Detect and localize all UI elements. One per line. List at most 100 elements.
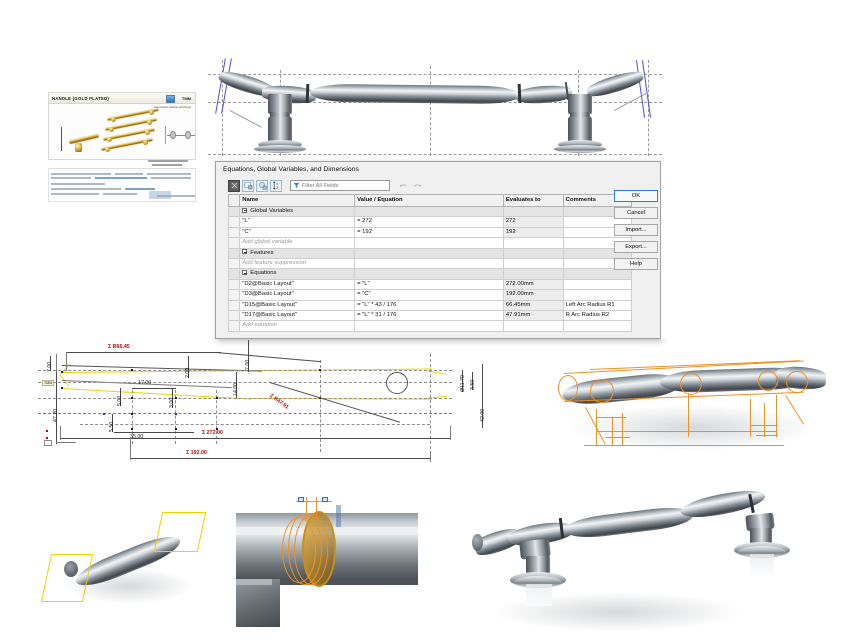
row-value-cell[interactable] [354,237,504,249]
row-name-cell[interactable]: Add feature suppression [239,258,356,270]
row-name-cell[interactable]: "D3@Basic Layout" [239,289,356,301]
catalog-thumbnail[interactable]: HANDLE (GOLD PLATED) TMM Hand rail kit v… [48,92,196,160]
row-name-cell[interactable]: "D2@Basic Layout" [239,278,356,291]
row-evaluates-cell [502,205,564,218]
groove-plate [236,579,280,627]
row-select-cell[interactable] [227,247,241,260]
dim-500: 5.00 [117,395,123,406]
dialog-clip-mask [661,161,853,339]
row-evaluates-cell [502,247,564,260]
row-value-cell[interactable] [354,205,504,218]
handle-groove-detail[interactable] [236,495,418,627]
sketch-ring-1 [590,379,614,403]
groove-dim-marker-b [322,497,328,502]
reference-plane-right [153,512,207,552]
feature-suppression-icon[interactable] [256,179,268,192]
row-value-cell[interactable]: = "C" [354,289,504,301]
filter-placeholder: Filter All Fields [302,182,339,189]
row-name-cell[interactable]: Features [239,247,356,260]
sketch-ring-left-end [558,375,578,401]
table-row[interactable]: Add global variable [227,237,633,249]
groove-dim-marker-a [298,497,304,502]
row-select-cell[interactable] [227,268,241,280]
row-value-cell[interactable]: = 192 [354,226,504,239]
row-select-cell[interactable] [227,320,241,332]
row-evaluates-cell: 272.00mm [502,278,564,291]
collapse-toggle-icon[interactable] [242,207,248,213]
filter-input[interactable]: Filter All Fields [290,180,390,191]
row-name-cell[interactable]: "C" [239,226,356,239]
table-row[interactable]: Equations [227,268,633,280]
row-select-cell[interactable] [227,310,241,322]
row-value-cell[interactable] [354,247,504,260]
row-comments-cell[interactable] [562,278,633,291]
handle-bar-reference-planes[interactable] [40,498,225,623]
handle-tube-sketch-overlay[interactable] [550,355,850,475]
table-row[interactable]: Features [227,247,633,260]
row-select-cell[interactable] [227,205,241,218]
row-select-cell[interactable] [227,278,241,291]
export-button[interactable]: Export... [614,241,658,253]
row-select-cell[interactable] [227,258,241,270]
equations-table[interactable]: Name Value / Equation Evaluates to Comme… [227,194,633,332]
spreadsheet-thumbnail[interactable] [48,168,196,202]
collapse-toggle-icon[interactable] [242,249,248,255]
cancel-button[interactable]: Cancel [614,207,658,219]
dialog-titlebar: Equations, Global Variables, and Dimensi… [216,162,660,177]
row-evaluates-cell: 272 [502,216,564,228]
undo-icon[interactable] [399,182,408,190]
row-name-cell[interactable]: Global Variables [239,205,356,218]
row-comments-cell[interactable] [562,289,633,301]
row-select-cell[interactable] [227,226,241,239]
equation-view-icon[interactable] [228,179,240,192]
tube-seam-right [517,83,521,104]
handle-tube-right-elbow [584,67,646,101]
basic-layout-drawing[interactable]: Σ R66.45 7.00 2.00 7.00 14.00 47.20 5.00… [20,330,540,480]
bore-circle [386,372,408,394]
table-row[interactable]: Add feature suppression [227,258,633,270]
import-button[interactable]: Import... [614,224,658,236]
row-value-cell[interactable]: = "L" * 43 / 176 [354,299,504,312]
table-row[interactable]: "D2@Basic Layout"= "L"272.00mm [227,278,633,291]
row-name-cell[interactable]: Add global variable [239,237,356,249]
ok-button[interactable]: OK [614,190,658,202]
equations-dialog[interactable]: Equations, Global Variables, and Dimensi… [215,161,661,339]
row-name-cell[interactable]: Equations [239,268,356,280]
row-comments-cell[interactable]: Left Arc Radius R1 [562,299,633,312]
row-value-cell[interactable] [354,268,504,280]
table-row[interactable]: "D3@Basic Layout"= "C"192.00mm [227,289,633,301]
final-tube-center [563,504,695,541]
global-variable-icon[interactable] [242,179,254,192]
row-select-cell[interactable] [227,299,241,312]
sketch-ring-3 [758,371,778,391]
row-value-cell[interactable]: = "L" [354,278,504,291]
row-comments-cell[interactable] [562,320,633,332]
dim-r6645: Σ R66.45 [108,344,130,350]
collapse-toggle-icon[interactable] [242,269,248,275]
groove-plate-edge [236,579,272,585]
row-select-cell[interactable] [227,237,241,249]
row-select-cell[interactable] [227,289,241,301]
row-value-cell[interactable] [354,258,504,270]
row-value-cell[interactable]: = 272 [354,216,504,228]
row-name-cell[interactable]: "D15@Basic Layout" [239,299,356,312]
row-select-cell[interactable] [227,216,241,228]
redo-icon[interactable] [413,182,422,190]
handle-assembly-render[interactable] [452,480,792,640]
table-row[interactable]: Global Variables [227,205,633,218]
row-value-cell[interactable]: = "L" * 31 / 176 [354,310,504,322]
row-name-cell[interactable]: "D17@Basic Layout" [239,310,356,322]
table-row[interactable]: Add equation [227,320,633,332]
row-value-cell[interactable] [354,320,504,332]
dim-27200: Σ 272.00 [202,430,223,436]
help-button[interactable]: Help [614,258,658,270]
row-name-cell[interactable]: "L" [239,216,356,228]
row-evaluates-cell: 47.91mm [502,310,564,322]
handle-assembly-front-view[interactable] [200,52,670,167]
row-comments-cell[interactable]: R Arc Radius R2 [562,310,633,322]
